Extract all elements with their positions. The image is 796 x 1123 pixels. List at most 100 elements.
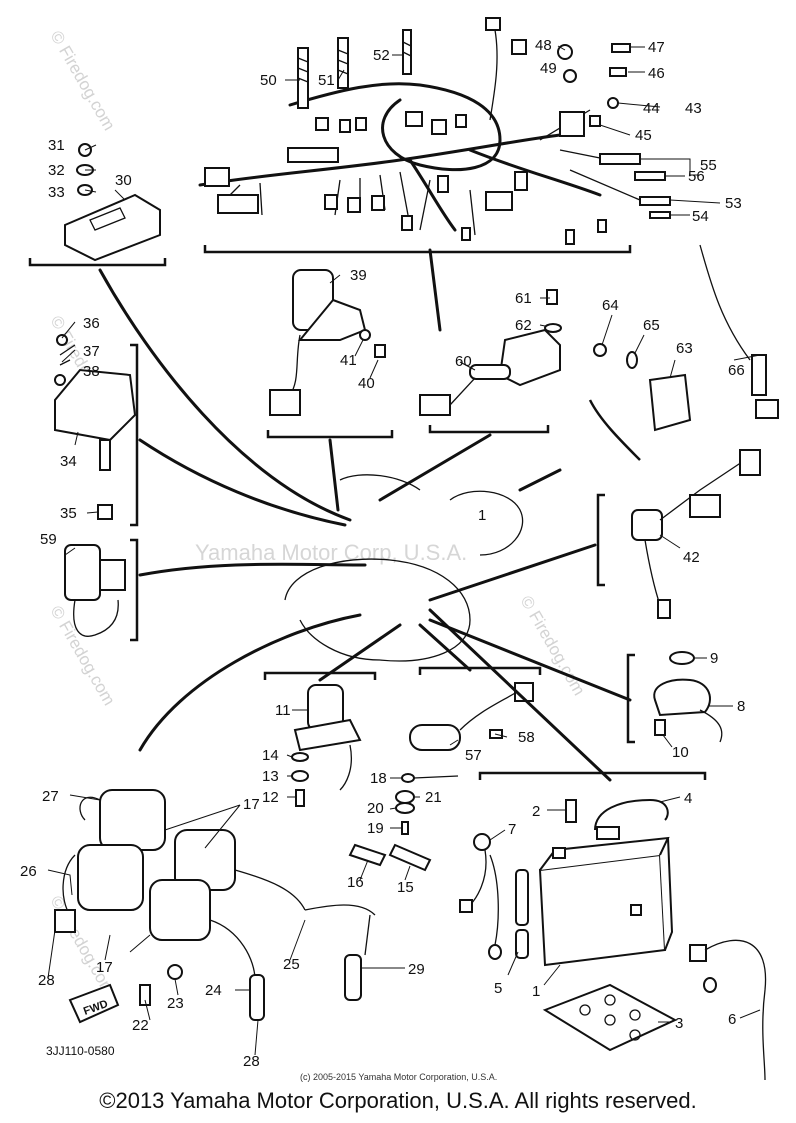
callout-38: 38 bbox=[83, 363, 100, 380]
callout-58: 58 bbox=[518, 729, 535, 746]
callout-18: 18 bbox=[370, 770, 387, 787]
bracket-30 bbox=[28, 258, 167, 267]
callout-54: 54 bbox=[692, 208, 709, 225]
callout-2: 2 bbox=[532, 803, 540, 820]
watermark-side-low: © Firedog.com bbox=[47, 603, 119, 709]
callout-14: 14 bbox=[262, 747, 279, 764]
bracket-11 bbox=[263, 671, 377, 680]
callout-36: 36 bbox=[83, 315, 100, 332]
callout-40: 40 bbox=[358, 375, 375, 392]
callout-48: 48 bbox=[535, 37, 552, 54]
callout-60: 60 bbox=[455, 353, 472, 370]
connector-lines bbox=[98, 248, 632, 782]
callout-28-bottom: 28 bbox=[243, 1053, 260, 1070]
callout-47: 47 bbox=[648, 39, 665, 56]
part-7-lead bbox=[459, 833, 502, 960]
callout-1-battery: 1 bbox=[532, 983, 540, 1000]
callout-16: 16 bbox=[347, 874, 364, 891]
callout-33: 33 bbox=[48, 184, 65, 201]
callout-30: 30 bbox=[115, 172, 132, 189]
callouts: 50 51 52 48 49 47 46 44 43 45 55 56 53 5… bbox=[20, 37, 745, 1070]
callout-19: 19 bbox=[367, 820, 384, 837]
wire-harness bbox=[198, 17, 641, 245]
callout-20: 20 bbox=[367, 800, 384, 817]
bracket-60 bbox=[428, 425, 550, 434]
callout-1-engine: 1 bbox=[478, 507, 486, 524]
part-8-horn bbox=[653, 651, 723, 743]
small-copyright: (c) 2005-2015 Yamaha Motor Corporation, … bbox=[300, 1072, 497, 1082]
bracket-42 bbox=[596, 493, 605, 587]
part-6-cable bbox=[689, 939, 767, 1081]
callout-42: 42 bbox=[683, 549, 700, 566]
bracket-57 bbox=[418, 666, 542, 675]
parts-2-4 bbox=[565, 798, 669, 840]
callout-51: 51 bbox=[318, 72, 335, 89]
callout-12: 12 bbox=[262, 789, 279, 806]
spark-plugs-15-16 bbox=[348, 843, 432, 872]
callout-43: 43 bbox=[685, 100, 702, 117]
bracket-battery bbox=[478, 771, 707, 780]
cdi-unit-30 bbox=[64, 143, 161, 262]
parts-18-21 bbox=[395, 773, 459, 835]
bracket-34 bbox=[130, 343, 139, 527]
callout-61: 61 bbox=[515, 290, 532, 307]
callout-17-bottom: 17 bbox=[96, 959, 113, 976]
bolt-50 bbox=[297, 47, 309, 109]
part-63-relay bbox=[593, 343, 692, 432]
callout-8: 8 bbox=[737, 698, 745, 715]
part-66-lead bbox=[699, 244, 779, 419]
callout-46: 46 bbox=[648, 65, 665, 82]
callout-13: 13 bbox=[262, 768, 279, 785]
part-59-relay bbox=[64, 544, 126, 637]
callout-49: 49 bbox=[540, 60, 557, 77]
callout-34: 34 bbox=[60, 453, 77, 470]
callout-32: 32 bbox=[48, 162, 65, 179]
callout-29: 29 bbox=[408, 961, 425, 978]
callout-27: 27 bbox=[42, 788, 59, 805]
callout-53: 53 bbox=[725, 195, 742, 212]
watermark-center: Yamaha Motor Corp, U.S.A. bbox=[195, 540, 467, 565]
callout-26: 26 bbox=[20, 863, 37, 880]
callout-64: 64 bbox=[602, 297, 619, 314]
callout-41: 41 bbox=[340, 352, 357, 369]
callout-4: 4 bbox=[684, 790, 692, 807]
bracket-59 bbox=[130, 538, 139, 642]
callout-59: 59 bbox=[40, 531, 57, 548]
callout-7: 7 bbox=[508, 821, 516, 838]
callout-66: 66 bbox=[728, 362, 745, 379]
harness-bracket bbox=[203, 245, 632, 254]
callout-22: 22 bbox=[132, 1017, 149, 1034]
callout-45: 45 bbox=[635, 127, 652, 144]
bracket-39 bbox=[266, 430, 394, 439]
part-5-tube-lower bbox=[515, 929, 529, 959]
bolt-52 bbox=[402, 29, 412, 75]
callout-6: 6 bbox=[728, 1011, 736, 1028]
ignition-coils-17 bbox=[54, 789, 376, 1024]
callout-5: 5 bbox=[494, 980, 502, 997]
callout-25: 25 bbox=[283, 956, 300, 973]
callout-37: 37 bbox=[83, 343, 100, 360]
callout-3: 3 bbox=[675, 1015, 683, 1032]
callout-65: 65 bbox=[643, 317, 660, 334]
bolt-51 bbox=[337, 37, 349, 89]
battery-pad-3 bbox=[542, 983, 678, 1052]
part-57-relay bbox=[409, 682, 534, 751]
callout-35: 35 bbox=[60, 505, 77, 522]
callout-28-left: 28 bbox=[38, 972, 55, 989]
footer-copyright: ©2013 Yamaha Motor Corporation, U.S.A. A… bbox=[99, 1088, 697, 1113]
part-5-tube-upper bbox=[515, 869, 529, 926]
callout-23: 23 bbox=[167, 995, 184, 1012]
callout-11: 11 bbox=[275, 702, 291, 719]
callout-31: 31 bbox=[48, 137, 65, 154]
callout-50: 50 bbox=[260, 72, 277, 89]
callout-21: 21 bbox=[425, 789, 442, 806]
part-34-regulator bbox=[54, 334, 137, 520]
callout-55: 55 bbox=[700, 157, 717, 174]
callout-52: 52 bbox=[373, 47, 390, 64]
battery-1 bbox=[538, 836, 674, 967]
callout-63: 63 bbox=[676, 340, 693, 357]
callout-10: 10 bbox=[672, 744, 689, 761]
diagram-code: 3JJ110-0580 bbox=[46, 1044, 115, 1058]
callout-9: 9 bbox=[710, 650, 718, 667]
